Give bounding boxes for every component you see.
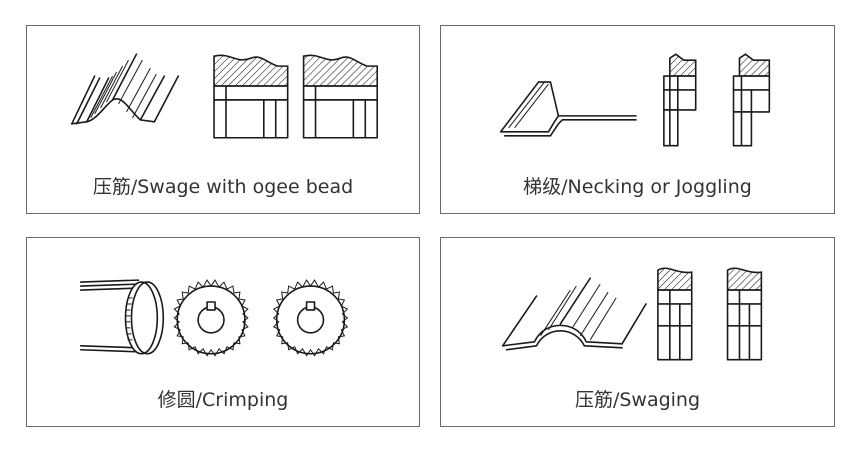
crimped-tube-drawing (79, 279, 165, 355)
necking-joggling-illustration (499, 53, 771, 147)
crimping-roll-a (173, 279, 249, 357)
crimping-illustration (79, 279, 349, 357)
caption-swaging: 压筋/Swaging (574, 389, 701, 411)
swaging-die-section-b (726, 267, 763, 361)
swaging-illustration (501, 267, 763, 361)
crimping-roll-b (272, 279, 349, 357)
necking-die-section-a (663, 53, 697, 147)
die-section-a (213, 54, 289, 139)
swage-ogee-bead-illustration (70, 53, 379, 139)
panel-crimping: 修圆/Crimping (26, 237, 420, 427)
ogee-sheet-drawing (70, 53, 180, 125)
panel-swage-ogee-bead: 压筋/Swage with ogee bead (26, 25, 420, 214)
panel-swaging: 压筋/Swaging (440, 237, 835, 427)
die-section-b (302, 54, 379, 139)
swaged-sheet-drawing (501, 277, 647, 351)
swaging-die-section-a (657, 267, 693, 361)
joggled-sheet-drawing (499, 81, 637, 137)
necking-die-section-b (732, 53, 771, 147)
caption-necking-joggling: 梯级/Necking or Joggling (523, 176, 752, 198)
panel-necking-joggling: 梯级/Necking or Joggling (440, 25, 835, 214)
caption-swage-ogee-bead: 压筋/Swage with ogee bead (92, 176, 354, 198)
caption-crimping: 修圆/Crimping (157, 389, 289, 411)
